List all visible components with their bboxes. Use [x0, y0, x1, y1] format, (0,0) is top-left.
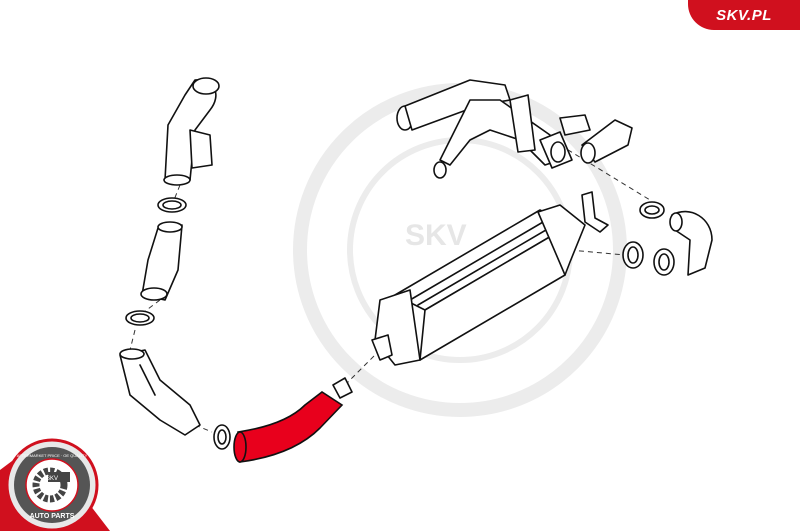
clamp: [653, 248, 675, 276]
upper-left-pipe: [163, 77, 220, 186]
intercooler-hose-highlighted[interactable]: [233, 391, 344, 463]
badge-top-text: AFTERMARKET PRICE · OE QUALITY: [17, 453, 88, 458]
clamp: [125, 310, 155, 326]
brand-tab[interactable]: SKV.PL: [688, 0, 800, 30]
clamp: [157, 197, 187, 213]
small-clamp: [332, 377, 353, 399]
right-elbow-hose: [669, 210, 713, 276]
right-hose: [580, 119, 633, 164]
skv-badge-logo: SKV AFTERMARKET PRICE · OE QUALITY AUTO …: [0, 438, 110, 531]
clamp: [639, 201, 665, 219]
upper-right-pipe-assembly: [396, 79, 591, 179]
badge-center-text: SKV: [46, 476, 58, 482]
watermark-text: SKV: [405, 219, 467, 252]
middle-left-hose: [140, 221, 183, 301]
badge-bottom-text: AUTO PARTS: [30, 513, 75, 520]
intercooler: [371, 191, 609, 366]
brand-label: SKV.PL: [716, 6, 772, 24]
clamp: [622, 241, 644, 269]
lower-left-pipe: [119, 348, 201, 436]
clamp: [213, 424, 231, 450]
